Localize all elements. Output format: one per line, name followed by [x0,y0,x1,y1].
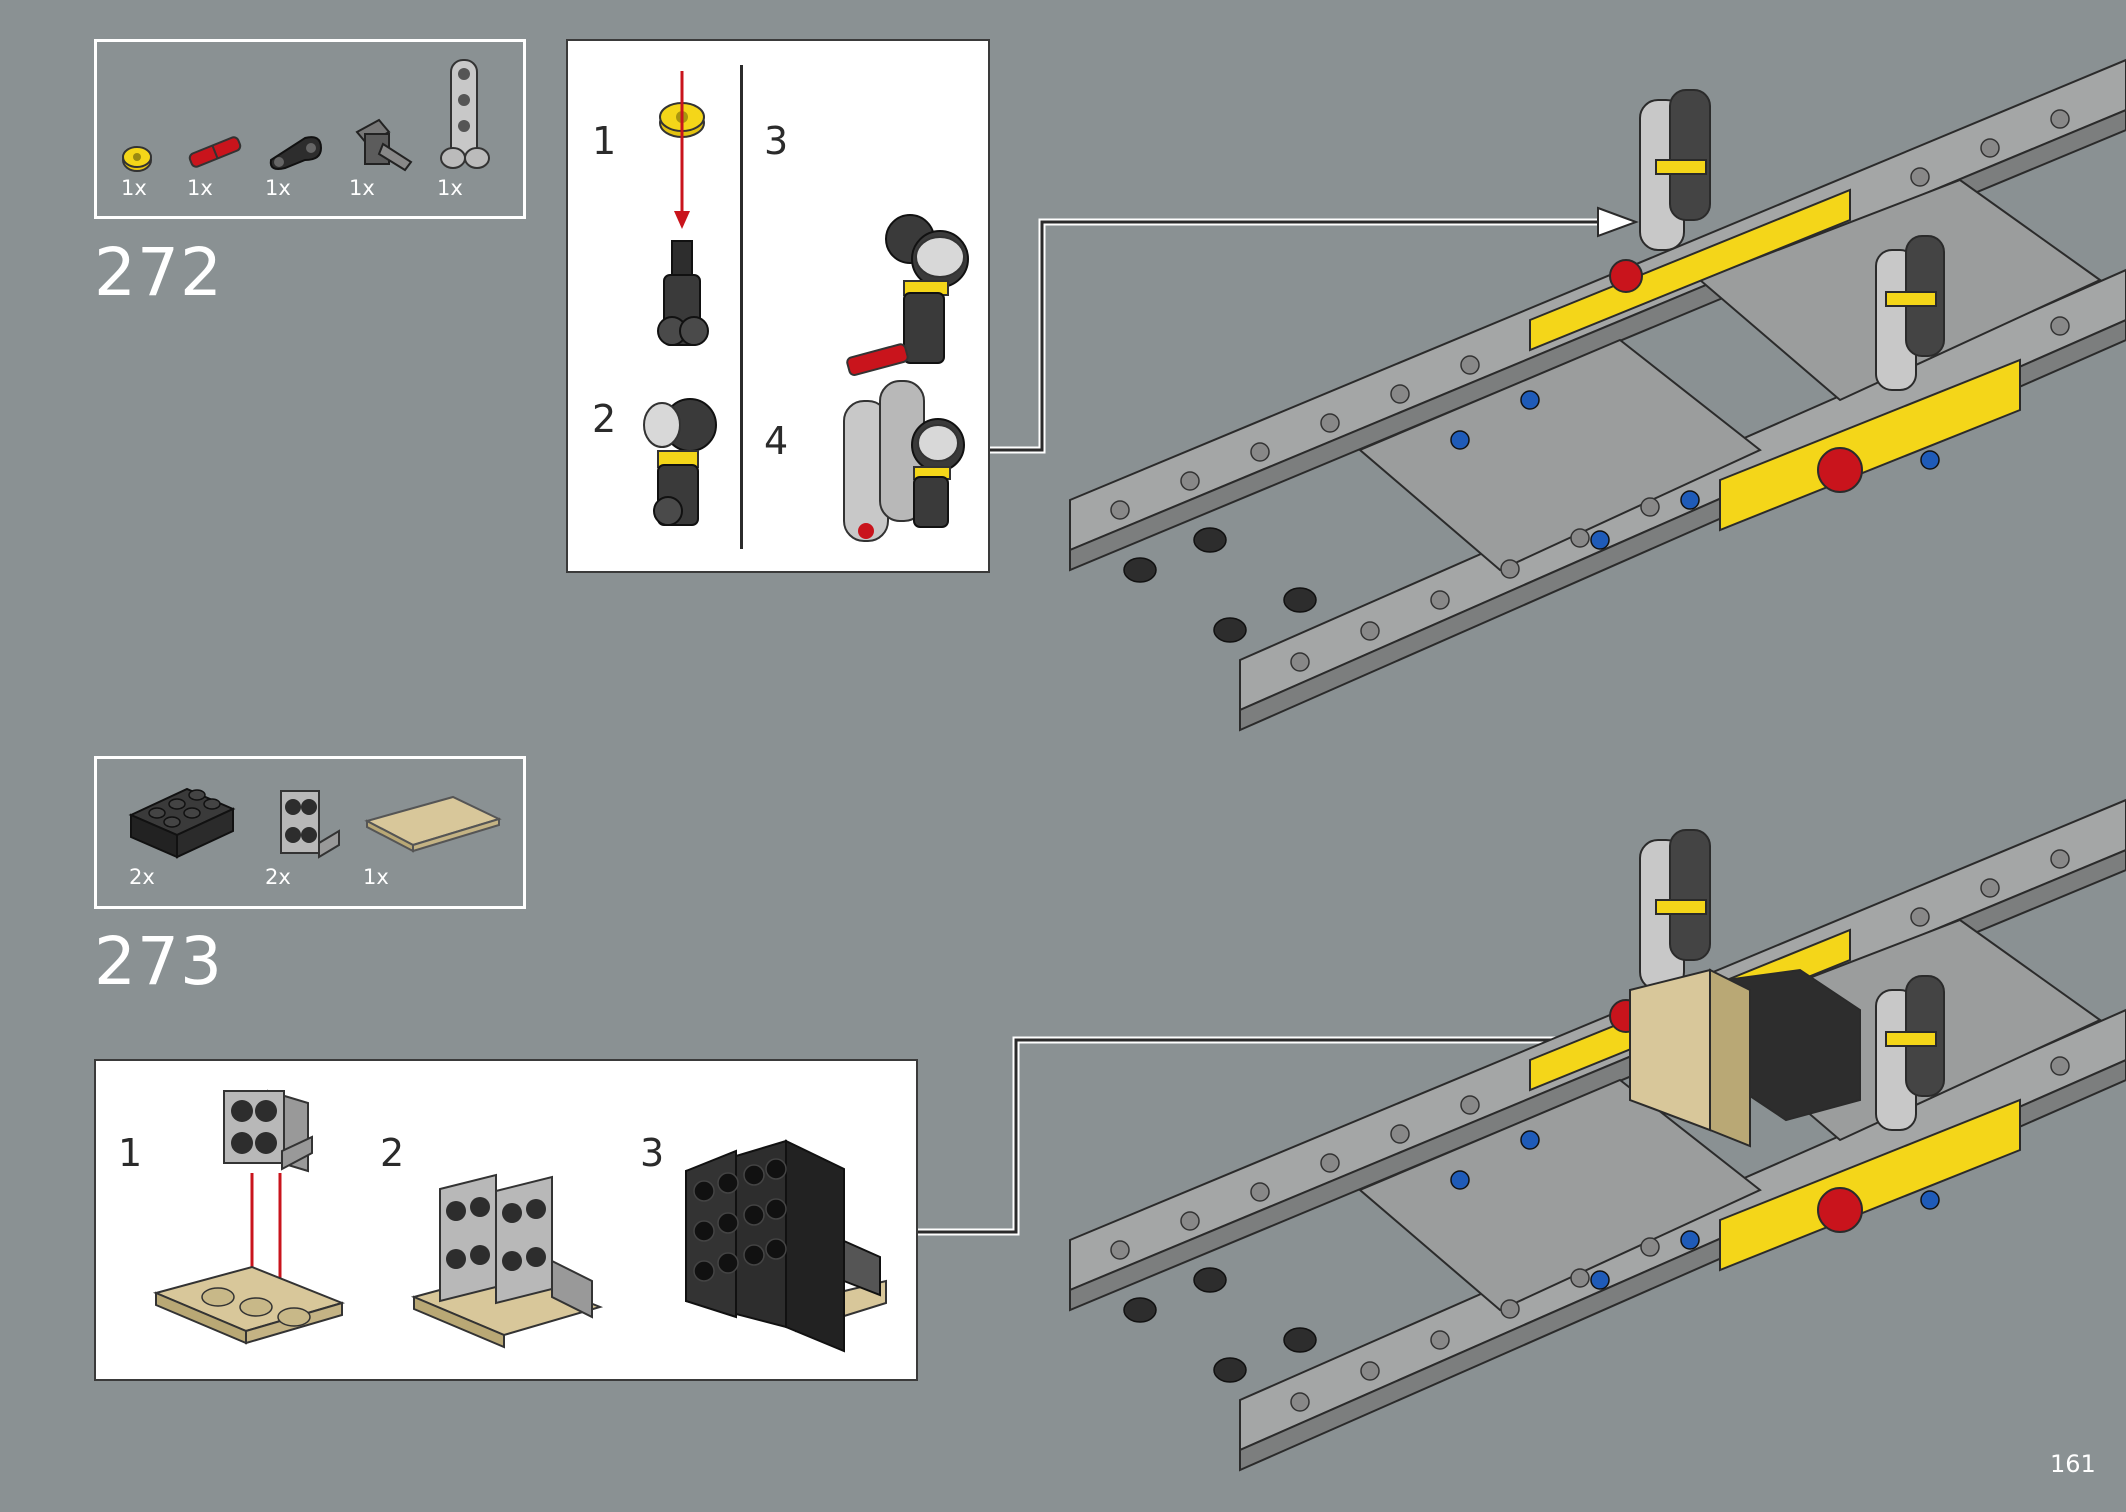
part-qty: 1x [363,865,389,889]
substep-number: 3 [640,1131,665,1175]
gray-axle-connector-icon [355,118,413,172]
part-qty: 1x [265,176,291,200]
sub1-illustration [657,71,709,346]
sub3-illustration [846,214,969,376]
parts-list-273: 2x 2x 1x [94,756,526,909]
sub2-illustration [410,1173,604,1349]
sub2-illustration [643,398,717,526]
part-qty: 1x [187,176,213,200]
substep-number: 4 [764,419,789,463]
parts-list-272: 1x 1x 1x 1x 1x [94,39,526,219]
part-qty: 2x [265,865,291,889]
gray-beam-connector-icon [440,59,490,169]
chassis-illustration-273 [1069,798,2126,1472]
part-qty: 1x [121,176,147,200]
black-liftarm-icon [269,136,323,170]
substep-number: 2 [592,397,617,441]
sub3-illustration [685,1139,887,1353]
red-axle-pin-icon [188,136,242,168]
page-number: 161 [2050,1450,2096,1478]
yellow-bushing-icon [122,146,152,172]
tan-tile-icon [364,795,502,853]
subassembly-box-273: 1 2 3 [94,1059,918,1381]
substep-number: 2 [380,1131,405,1175]
part-qty: 1x [437,176,463,200]
part-qty: 1x [349,176,375,200]
gray-bracket-icon [280,790,340,859]
substep-number: 3 [764,119,789,163]
sub1-illustration [152,1089,346,1345]
substep-number: 1 [118,1131,143,1175]
chassis-illustration-272 [1069,58,2126,732]
step-number-272: 272 [94,234,223,311]
divider [740,65,743,549]
black-brick-2x3-icon [128,787,236,859]
subassembly-box-272: 1 2 3 4 [566,39,990,573]
substep-number: 1 [592,119,617,163]
sub4-illustration [843,380,965,542]
part-qty: 2x [129,865,155,889]
step-number-273: 273 [94,923,223,1000]
